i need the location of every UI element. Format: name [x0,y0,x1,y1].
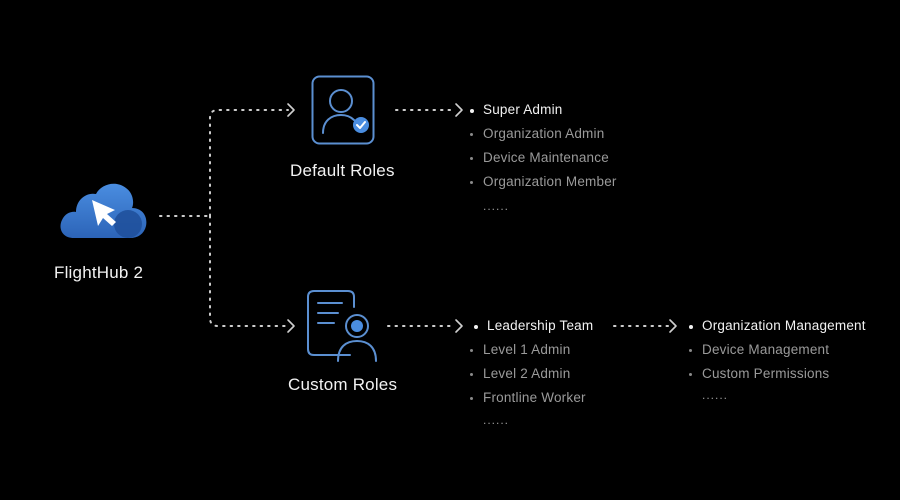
connector-trunk-to-custom [209,215,289,327]
permissions-more: ...... [702,388,729,402]
list-item-device-management: Device Management [688,342,830,357]
arrow-head-custom [287,319,295,333]
arrow-head-default-list [455,103,463,117]
list-item-leadership-team: Leadership Team [473,318,594,333]
arrow-head-default [287,103,295,117]
list-item-organization-admin: Organization Admin [469,126,605,141]
arrow-head-custom-list [455,319,463,333]
default-roles-label: Default Roles [290,161,395,180]
list-item-organization-member: Organization Member [470,174,617,189]
user-check-icon [311,75,375,145]
custom-roles-more: ...... [483,413,510,427]
custom-roles-label: Custom Roles [288,375,398,394]
list-item-device-maintenance: Device Maintenance [470,150,609,165]
list-item-level-1-admin: Level 1 Admin [469,342,571,357]
list-item-custom-permissions: Custom Permissions [688,366,830,381]
default-roles-more: ...... [483,199,510,213]
source-label: FlightHub 2 [54,263,144,282]
list-item-level-2-admin: Level 2 Admin [469,366,571,381]
arrow-head-permissions [669,319,677,333]
document-user-icon [307,290,377,362]
list-item-super-admin: Super Admin [470,102,563,117]
connector-trunk-to-default [209,109,289,217]
cloud-cursor-icon [60,183,147,238]
list-item-frontline-worker: Frontline Worker [470,390,586,405]
list-item-organization-management: Organization Management [689,318,866,333]
